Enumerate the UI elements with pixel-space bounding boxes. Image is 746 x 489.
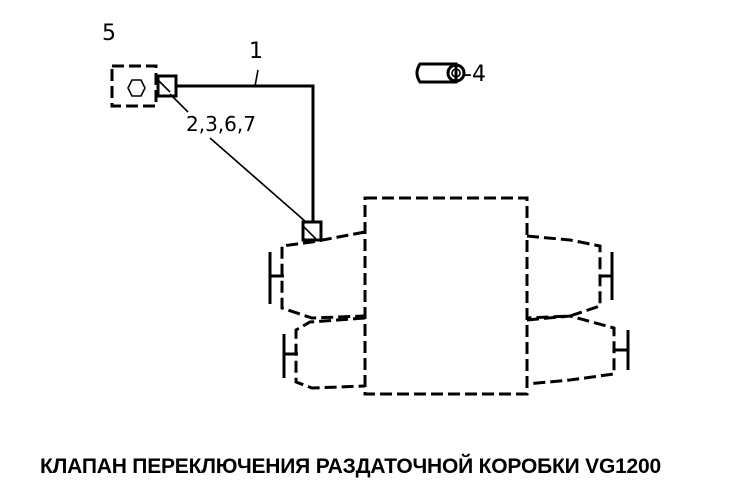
callout-1: 1 xyxy=(249,39,263,64)
callout-4: -4 xyxy=(464,62,486,87)
flange-right-upper xyxy=(600,252,614,300)
gearbox-valve xyxy=(301,220,323,242)
leader-1 xyxy=(254,69,259,87)
pipe-line-1 xyxy=(176,84,315,222)
flange-right-lower xyxy=(614,330,630,370)
leader-2367 xyxy=(209,137,307,223)
transfer-case xyxy=(280,196,616,396)
part-5-valve-housing xyxy=(110,64,158,108)
flange-left-upper xyxy=(268,252,284,304)
callout-5: 5 xyxy=(102,21,116,46)
diagram-caption: КЛАПАН ПЕРЕКЛЮЧЕНИЯ РАЗДАТОЧНОЙ КОРОБКИ … xyxy=(40,455,661,478)
leader-2367-top xyxy=(169,93,189,113)
part-4-plug xyxy=(415,62,466,84)
hex-nut-icon xyxy=(127,79,146,97)
flange-left-lower xyxy=(282,334,298,378)
valve-connector xyxy=(156,74,178,98)
callout-2367: 2,3,6,7 xyxy=(186,112,256,136)
